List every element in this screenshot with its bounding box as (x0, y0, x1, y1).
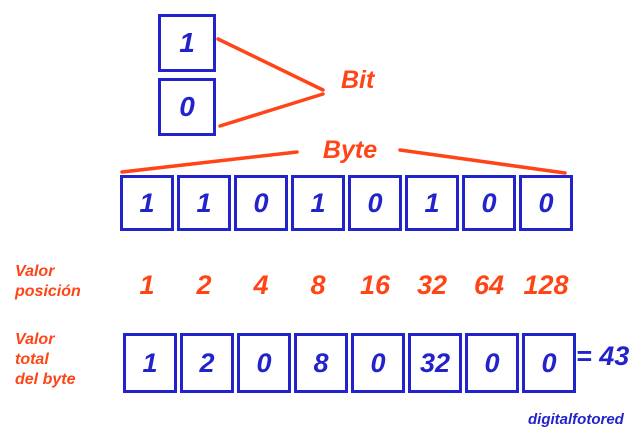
total-result: = 43 (576, 341, 630, 371)
total-cell: 0 (465, 333, 519, 393)
total-cell: 8 (294, 333, 348, 393)
total-cell: 1 (123, 333, 177, 393)
position-value: 1 (139, 270, 155, 300)
total-value-label-line: total (15, 351, 49, 368)
bit-box-one: 1 (158, 14, 216, 72)
total-cell: 32 (408, 333, 462, 393)
position-value: 16 (359, 270, 391, 300)
byte-line-right (398, 148, 567, 175)
total-cell: 0 (351, 333, 405, 393)
position-value: 2 (196, 270, 212, 300)
position-value: 4 (253, 270, 269, 300)
byte-row: 1 1 0 1 0 1 0 0 (120, 175, 573, 231)
position-value: 128 (523, 270, 569, 300)
byte-cell: 0 (234, 175, 288, 231)
total-value-label: Valor total del byte (15, 330, 75, 390)
byte-line-left (120, 150, 299, 174)
watermark: digitalfotored (528, 411, 624, 428)
byte-cell: 0 (462, 175, 516, 231)
byte-label: Byte (322, 136, 378, 164)
position-value: 8 (310, 270, 326, 300)
total-cell: 0 (522, 333, 576, 393)
position-value-label-line: Valor (15, 263, 55, 280)
byte-cell: 1 (177, 175, 231, 231)
position-value: 64 (473, 270, 505, 300)
total-cell: 0 (237, 333, 291, 393)
bit-box-zero: 0 (158, 78, 216, 136)
bit-line-bottom (218, 92, 325, 128)
position-value-label-line: posición (15, 283, 81, 300)
byte-cell: 0 (348, 175, 402, 231)
total-cell: 2 (180, 333, 234, 393)
position-values-row: 1 2 4 8 16 32 64 128 (120, 270, 573, 301)
position-value: 32 (416, 270, 448, 300)
total-value-label-line: del byte (15, 371, 76, 388)
position-value-label: Valor posición (15, 262, 81, 302)
total-row: 1 2 0 8 0 32 0 0 (123, 333, 576, 393)
byte-cell: 0 (519, 175, 573, 231)
total-value-label-line: Valor (15, 331, 55, 348)
byte-cell: 1 (120, 175, 174, 231)
byte-cell: 1 (291, 175, 345, 231)
bit-line-top (216, 37, 325, 92)
byte-cell: 1 (405, 175, 459, 231)
bit-label: Bit (341, 66, 375, 94)
